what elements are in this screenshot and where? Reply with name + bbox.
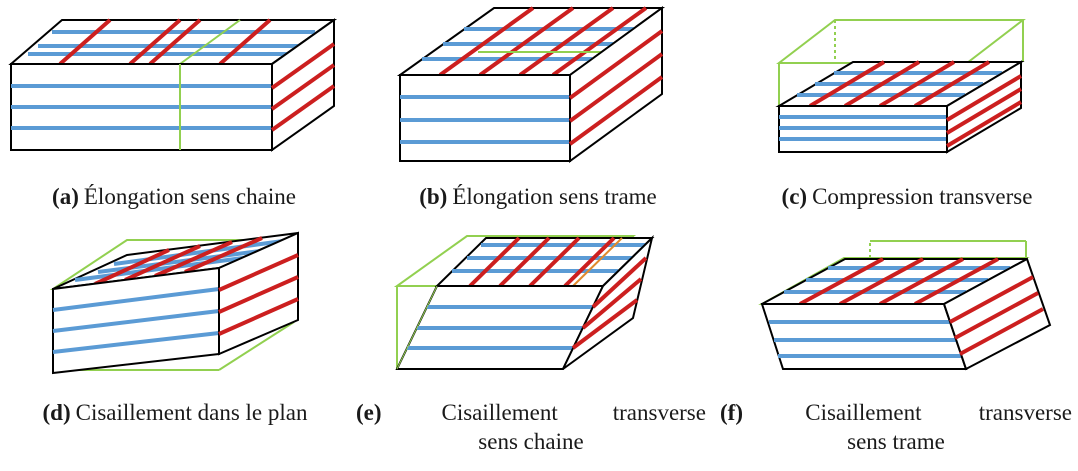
caption-e-label: (e) <box>356 400 382 425</box>
caption-a: (a)Élongation sens chaine <box>4 182 344 211</box>
caption-a-label: (a) <box>52 184 79 209</box>
block-b-elongation-weft <box>396 6 666 163</box>
caption-f: (f) Cisaillement transverse sens trame <box>720 398 1072 456</box>
caption-b-label: (b) <box>419 184 448 209</box>
caption-e-line2: sens chaine <box>478 429 584 454</box>
caption-f-line2: sens trame <box>847 429 945 454</box>
caption-c-text: Compression transverse <box>812 184 1033 209</box>
caption-f-label: (f) <box>720 400 743 425</box>
block-a-elongation-warp <box>8 18 338 152</box>
caption-f-word-2: transverse <box>978 400 1072 425</box>
caption-f-word-1: Cisaillement <box>805 400 922 425</box>
caption-d: (d)Cisaillement dans le plan <box>4 398 346 427</box>
caption-e: (e) Cisaillement transverse sens chaine <box>356 398 706 456</box>
caption-c: (c)Compression transverse <box>740 182 1074 211</box>
block-f-transverse-shear-weft <box>758 240 1052 371</box>
caption-d-label: (d) <box>42 400 71 425</box>
caption-e-word-2: transverse <box>612 400 706 425</box>
caption-b-text: Élongation sens trame <box>452 184 657 209</box>
block-d-inplane-shear <box>49 231 299 375</box>
caption-e-word-1: Cisaillement <box>441 400 558 425</box>
block-e-transverse-shear-warp <box>393 234 655 370</box>
caption-c-label: (c) <box>781 184 808 209</box>
block-c-transverse-compression <box>775 19 1026 154</box>
caption-a-text: Élongation sens chaine <box>83 184 296 209</box>
caption-b: (b)Élongation sens trame <box>368 182 708 211</box>
caption-d-text: Cisaillement dans le plan <box>75 400 308 425</box>
